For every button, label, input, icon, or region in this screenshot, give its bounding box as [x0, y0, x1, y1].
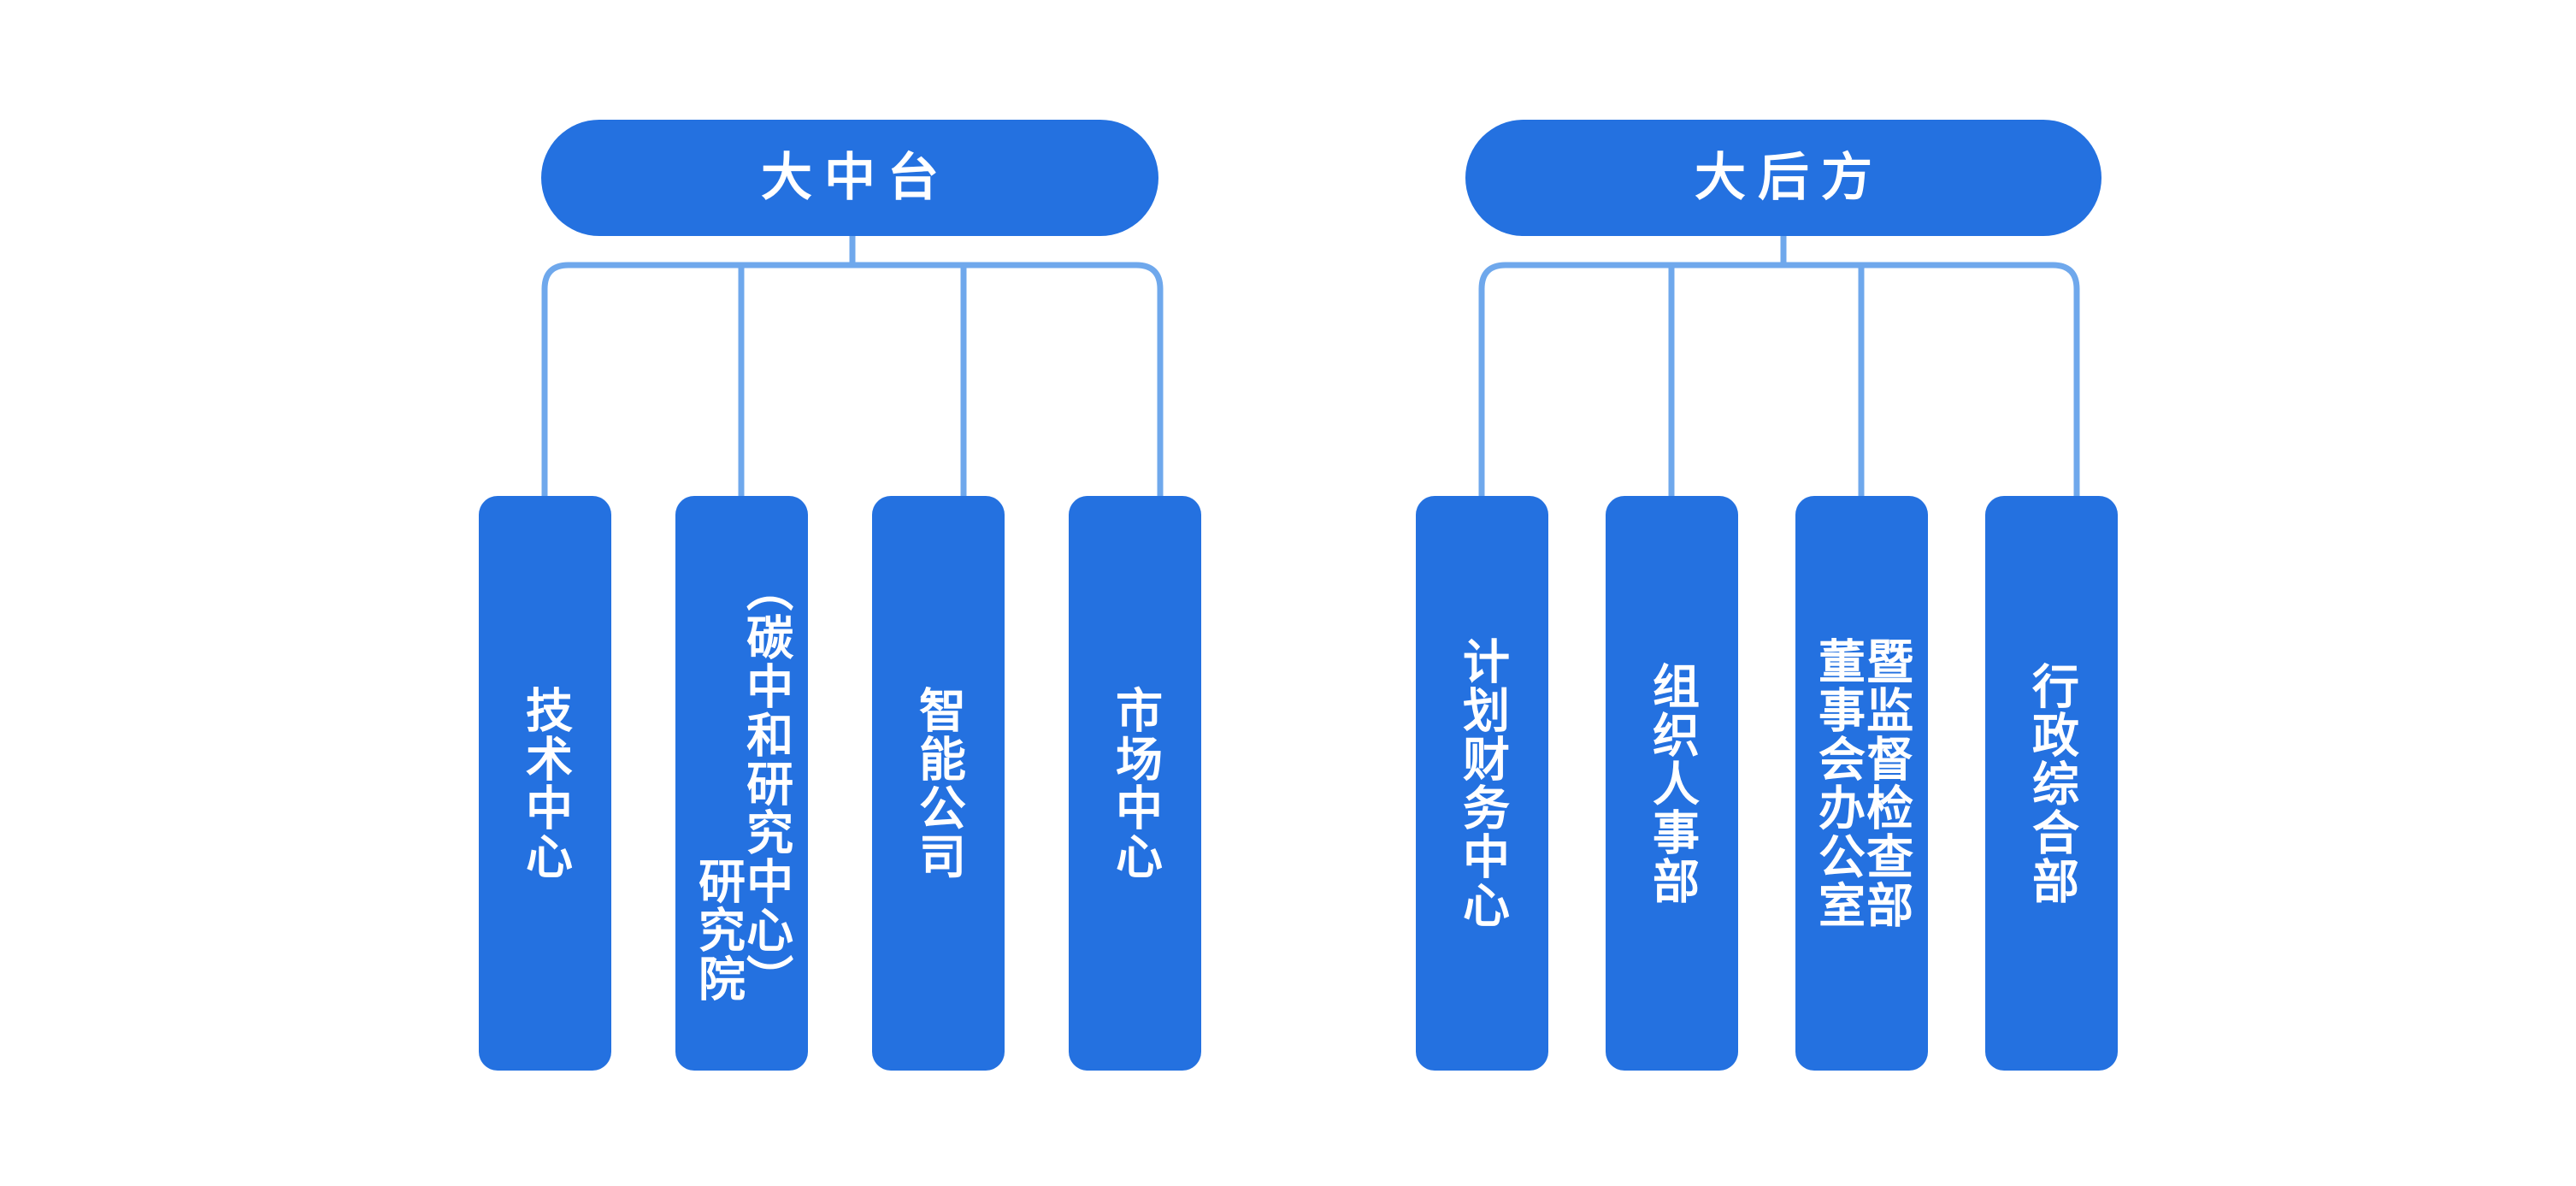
leaf-text: （碳中和研究中心） 研究院	[691, 563, 793, 1003]
leaf-text: 智能公司	[911, 686, 965, 881]
leaf-row-mid-platform: 技术中心 （碳中和研究中心） 研究院 智能公司 市场中心	[479, 496, 1248, 1071]
leaf-label-column-1: 暨监督检查部	[1859, 637, 1913, 929]
leaf-label-column-1: （碳中和研究中心）	[739, 563, 793, 1003]
leaf-box-admin-general-dept[interactable]: 行政综合部	[1985, 496, 2118, 1071]
group-header-label: 大中台	[761, 149, 951, 206]
group-header-label: 大后方	[1695, 149, 1884, 206]
leaf-row-back-office: 计划财务中心 组织人事部 暨监督检查部 董事会办公室 行政综合部	[1409, 496, 2178, 1071]
leaf-text: 行政综合部	[2025, 661, 2078, 906]
leaf-box-research-institute[interactable]: （碳中和研究中心） 研究院	[675, 496, 808, 1071]
leaf-box-tech-center[interactable]: 技术中心	[479, 496, 611, 1071]
leaf-text: 暨监督检查部 董事会办公室	[1811, 637, 1913, 929]
leaf-label-column-1: 行政综合部	[2025, 661, 2078, 906]
leaf-text: 市场中心	[1108, 686, 1162, 881]
leaf-box-market-center[interactable]: 市场中心	[1069, 496, 1201, 1071]
leaf-box-board-office-supervision-dept[interactable]: 暨监督检查部 董事会办公室	[1795, 496, 1928, 1071]
leaf-label-column-1: 组织人事部	[1645, 661, 1699, 906]
connector-bar	[1478, 262, 2080, 496]
leaf-label-column-1: 计划财务中心	[1455, 637, 1509, 929]
leaf-label-column-1: 技术中心	[518, 686, 572, 881]
leaf-text: 计划财务中心	[1455, 637, 1509, 929]
leaf-label-column-1: 市场中心	[1108, 686, 1162, 881]
leaf-text: 技术中心	[518, 686, 572, 881]
leaf-box-org-personnel-dept[interactable]: 组织人事部	[1606, 496, 1738, 1071]
leaf-box-plan-finance-center[interactable]: 计划财务中心	[1416, 496, 1548, 1071]
leaf-label-column-2: 研究院	[691, 856, 745, 1003]
leaf-text: 组织人事部	[1645, 661, 1699, 906]
connector-mid-platform	[541, 236, 1164, 496]
org-group-mid-platform: 大中台 技术中心 （碳中和研究中心） 研究	[479, 0, 1248, 1186]
connector-bar	[541, 262, 1164, 496]
org-group-back-office: 大后方 计划财务中心 组织人事部	[1409, 0, 2178, 1186]
group-header-mid-platform[interactable]: 大中台	[541, 120, 1158, 236]
leaf-label-column-2: 董事会办公室	[1811, 637, 1865, 929]
leaf-label-column-1: 智能公司	[911, 686, 965, 881]
connector-back-office	[1478, 236, 2080, 496]
leaf-box-intelligent-company[interactable]: 智能公司	[872, 496, 1005, 1071]
group-header-back-office[interactable]: 大后方	[1465, 120, 2101, 236]
